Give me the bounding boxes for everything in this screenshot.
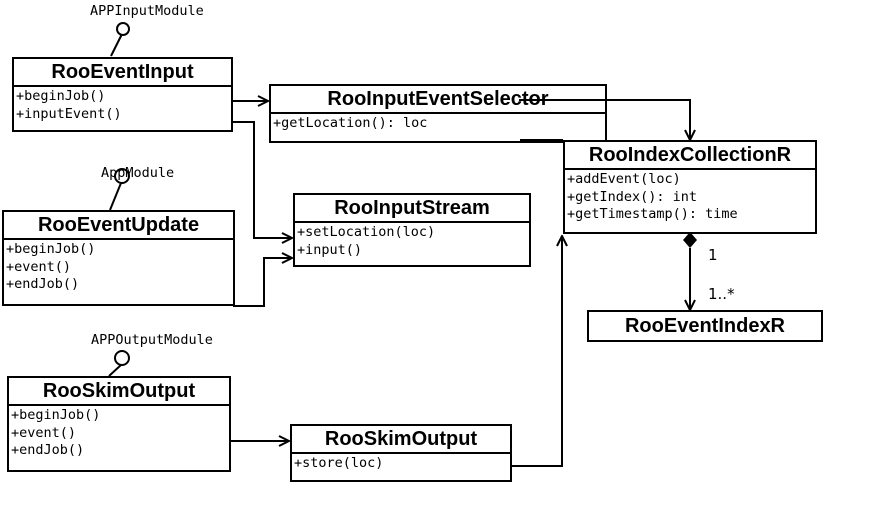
- method: +addEvent(loc): [567, 171, 681, 187]
- method: +inputEvent(): [16, 105, 122, 122]
- method: +beginJob(): [16, 88, 106, 104]
- method-list: +getLocation(): loc: [271, 114, 605, 134]
- interface-label-output: APPOutputModule: [91, 332, 213, 348]
- class-name: RooInputEventSelector: [271, 86, 605, 114]
- class-name: RooIndexCollectionR: [565, 142, 815, 170]
- edge-skim-to-index: [488, 236, 562, 467]
- method-list: +store(loc): [292, 454, 510, 474]
- method: +getTimestamp(): time: [567, 206, 738, 222]
- class-roo-input-event-selector: RooInputEventSelector +getLocation(): lo…: [269, 84, 607, 143]
- class-roo-skim-output-2: RooSkimOutput +store(loc): [290, 424, 512, 482]
- method: +beginJob(): [11, 407, 101, 423]
- method: +getIndex(): int: [567, 188, 698, 205]
- class-roo-event-input: RooEventInput +beginJob() +inputEvent(): [12, 57, 233, 132]
- composition-diamond-index: [683, 232, 697, 248]
- class-roo-input-stream: RooInputStream +setLocation(loc) +input(…: [293, 193, 531, 267]
- class-roo-index-collection-r: RooIndexCollectionR +addEvent(loc) +getI…: [563, 140, 817, 234]
- method: +beginJob(): [6, 241, 96, 257]
- method: +endJob(): [11, 442, 85, 458]
- method-list: +setLocation(loc) +input(): [295, 223, 529, 260]
- class-name: RooSkimOutput: [9, 378, 229, 406]
- class-name: RooEventUpdate: [4, 212, 233, 240]
- multiplicity-target: 1..*: [708, 285, 735, 303]
- method: +event(): [6, 258, 72, 275]
- method: +store(loc): [294, 455, 384, 471]
- class-name: RooEventInput: [14, 59, 231, 87]
- method-list: +beginJob() +inputEvent(): [14, 87, 231, 124]
- class-name: RooInputStream: [295, 195, 529, 223]
- method: +getLocation(): loc: [273, 115, 428, 131]
- class-name: RooSkimOutput: [292, 426, 510, 454]
- interface-label-update: AppModule: [101, 165, 175, 181]
- interface-stem-output: [108, 364, 122, 377]
- interface-stem-update: [109, 182, 122, 211]
- class-roo-skim-output: RooSkimOutput +beginJob() +event() +endJ…: [7, 376, 231, 472]
- method: +event(): [11, 424, 77, 441]
- method-list: +beginJob() +event() +endJob(): [4, 240, 233, 295]
- method-list: +beginJob() +event() +endJob(): [9, 406, 229, 461]
- interface-circle-output: [114, 350, 130, 366]
- method-list: +addEvent(loc) +getIndex(): int +getTime…: [565, 170, 815, 225]
- multiplicity-source: 1: [708, 246, 718, 264]
- method: +setLocation(loc): [297, 224, 436, 240]
- interface-circle-update: [114, 168, 130, 184]
- method: +endJob(): [6, 276, 80, 292]
- interface-circle-input: [116, 22, 130, 36]
- interface-label-input: APPInputModule: [90, 3, 204, 19]
- interface-stem-input: [110, 33, 123, 57]
- class-name: RooEventIndexR: [624, 315, 786, 337]
- class-roo-event-update: RooEventUpdate +beginJob() +event() +end…: [2, 210, 235, 306]
- class-roo-event-index-r: RooEventIndexR: [587, 310, 823, 342]
- method: +input(): [297, 241, 363, 258]
